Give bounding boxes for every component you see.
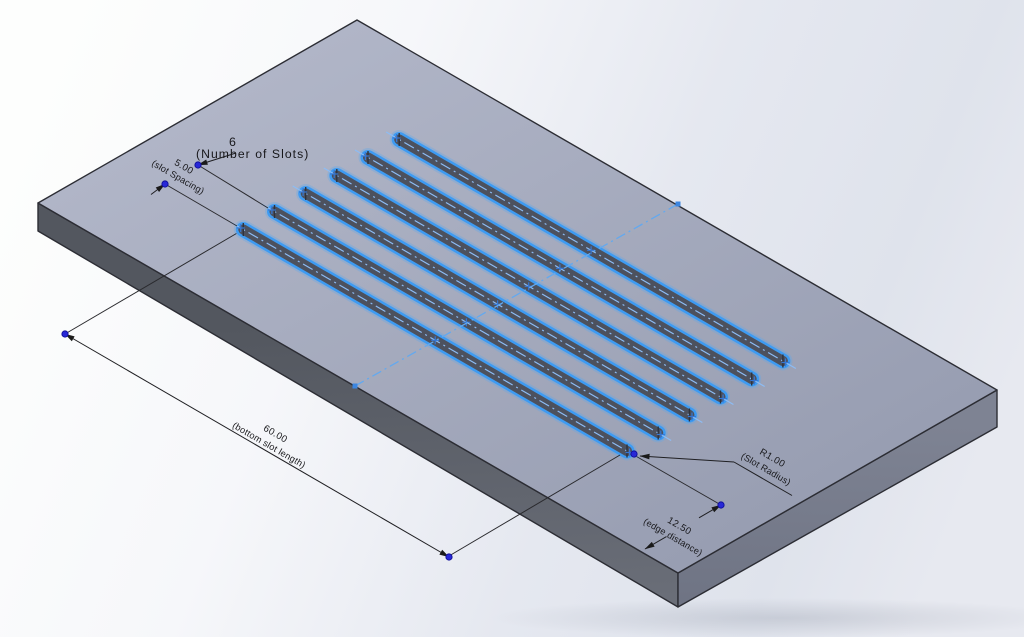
vertex-dot[interactable] xyxy=(445,553,453,561)
centerline-endpoint-marker[interactable] xyxy=(352,383,358,389)
note-leader xyxy=(197,152,237,166)
vertex-dot[interactable] xyxy=(61,330,69,338)
vertex-dot[interactable] xyxy=(630,450,638,458)
vertex-dot[interactable] xyxy=(194,161,202,169)
note-number-of-slots[interactable]: 6 (Number of Slots) xyxy=(196,135,309,161)
number-of-slots-label[interactable]: (Number of Slots) xyxy=(196,147,309,161)
vertex-markers xyxy=(61,161,725,561)
plate-shadow xyxy=(490,598,1024,637)
plate-top-face[interactable] xyxy=(37,19,998,574)
vertex-dot[interactable] xyxy=(161,180,169,188)
centerline-endpoint-marker[interactable] xyxy=(675,201,681,207)
vertex-dot[interactable] xyxy=(717,501,725,509)
leader-shoulder-underline xyxy=(733,461,793,496)
number-of-slots-value[interactable]: 6 xyxy=(229,135,237,149)
